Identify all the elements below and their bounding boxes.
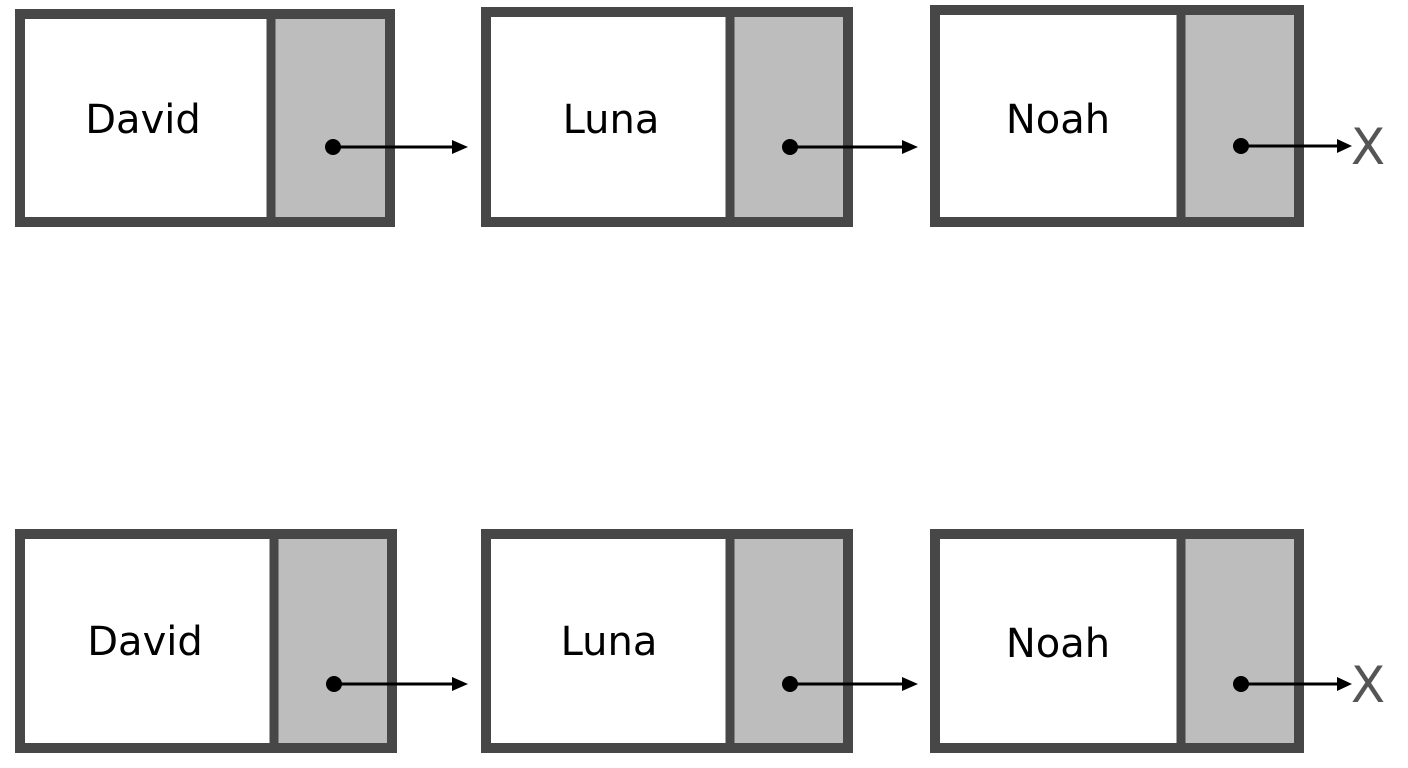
null-terminator: X <box>1351 118 1385 176</box>
node-value-label: Noah <box>1006 97 1110 143</box>
node-value-label: David <box>85 97 201 143</box>
arrow-head-icon <box>902 140 918 154</box>
next-arrow <box>334 677 468 691</box>
next-pointer-cell <box>275 19 385 217</box>
arrow-head-icon <box>452 140 468 154</box>
null-terminator: X <box>1351 656 1385 714</box>
next-pointer-cell <box>733 17 843 217</box>
next-pointer-cell <box>733 539 843 743</box>
linked-list-2: David Luna Noah <box>15 529 1385 753</box>
node-value-label: Luna <box>563 97 660 143</box>
list-1-node-noah: Noah <box>930 5 1304 227</box>
arrow-head-icon <box>452 677 468 691</box>
next-arrow <box>333 140 468 154</box>
arrow-head-icon <box>902 677 918 691</box>
linked-list-1: David Luna Noah <box>15 5 1385 227</box>
list-1-node-luna: Luna <box>481 7 853 227</box>
arrow-head-icon <box>1337 677 1352 691</box>
list-1-node-david: David <box>15 9 395 227</box>
null-arrow <box>1241 139 1352 153</box>
next-pointer-cell <box>1184 15 1294 217</box>
list-2-node-noah: Noah <box>930 529 1304 753</box>
node-value-label: David <box>87 619 203 665</box>
list-2-node-david: David <box>15 529 397 753</box>
next-arrow <box>790 677 918 691</box>
node-value-label: Noah <box>1006 621 1110 667</box>
next-pointer-cell <box>1184 539 1294 743</box>
next-arrow <box>790 140 918 154</box>
list-2-node-luna: Luna <box>481 529 853 753</box>
arrow-head-icon <box>1337 139 1352 153</box>
node-value-label: Luna <box>561 619 658 665</box>
next-pointer-cell <box>278 539 387 743</box>
null-arrow <box>1241 677 1352 691</box>
